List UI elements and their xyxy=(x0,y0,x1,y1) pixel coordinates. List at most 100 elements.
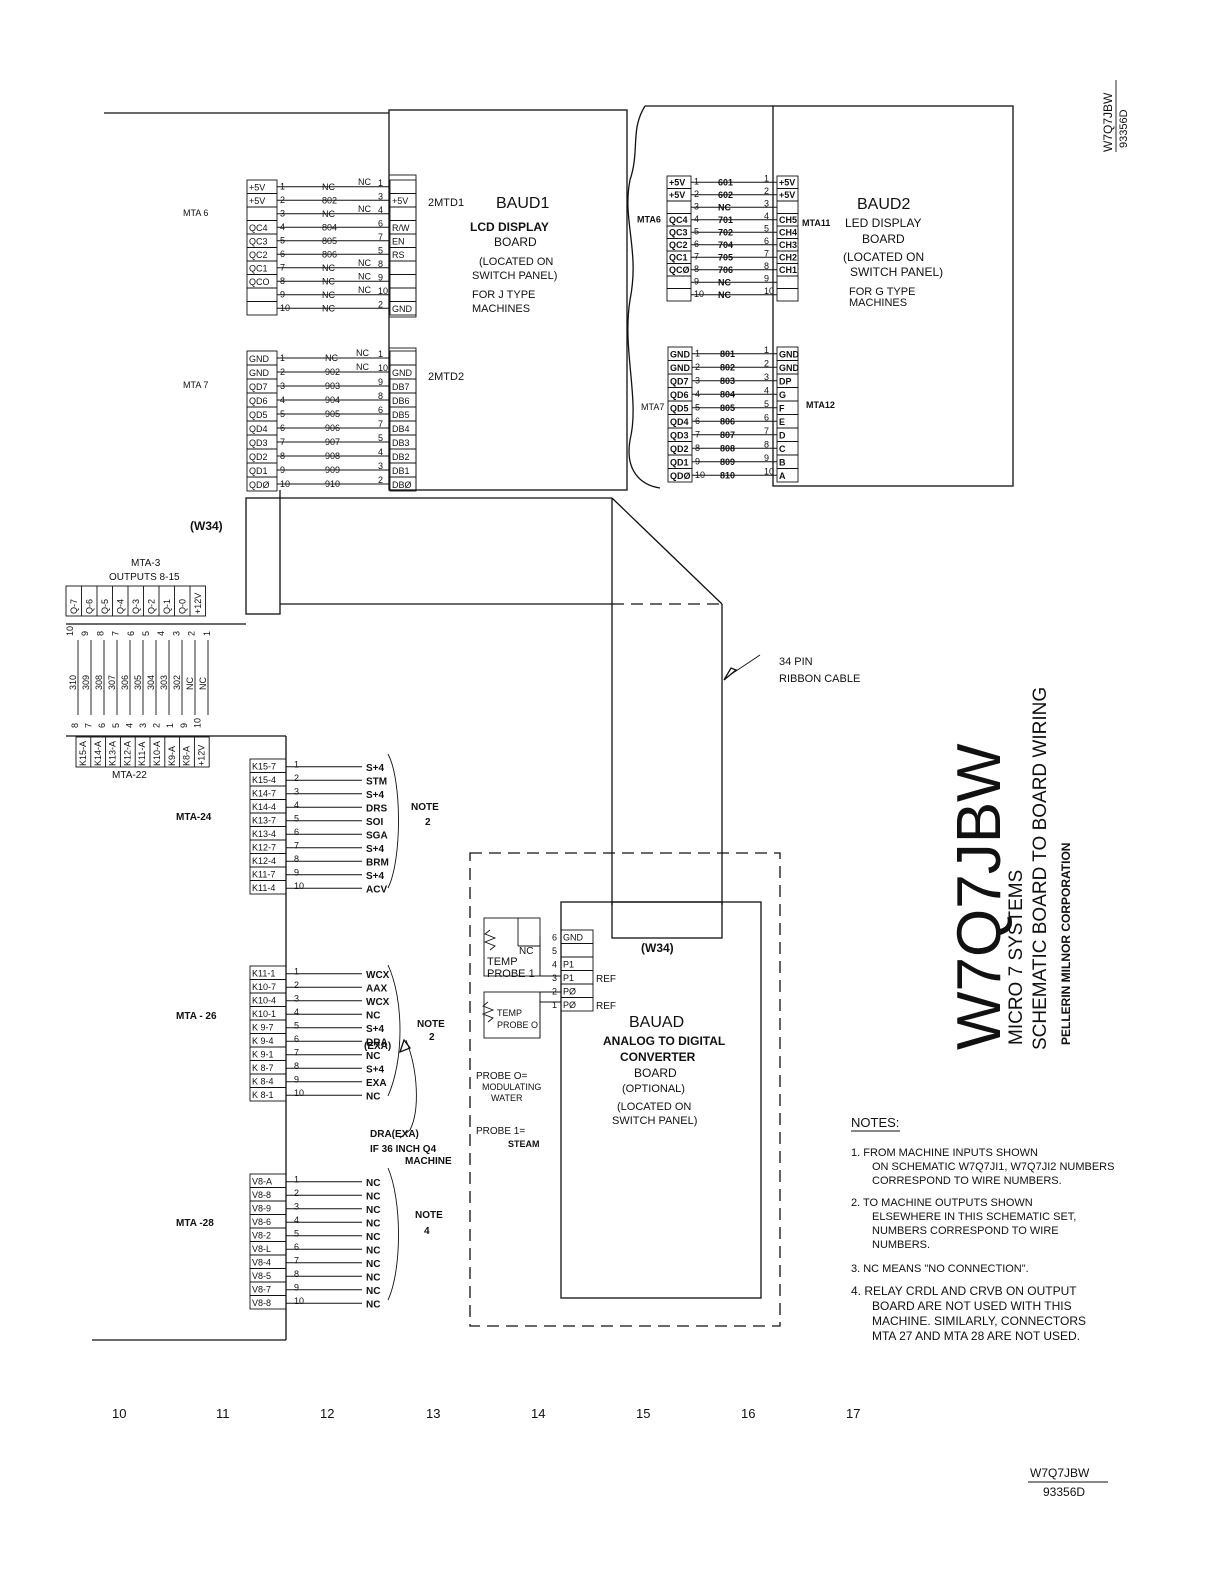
mta24-note-num: 2 xyxy=(425,817,431,828)
grid-number: 15 xyxy=(636,1406,650,1421)
bauad-pin: 2 xyxy=(552,987,557,997)
mta26-slot: K11-1 xyxy=(252,969,275,979)
mta6_left-wire-label: NC xyxy=(322,303,335,313)
mta6_right-slot: QCØ xyxy=(669,265,690,275)
corner-code: W7Q7JBW 93356D xyxy=(1101,80,1130,152)
mta28-signal: NC xyxy=(366,1191,380,1202)
note-braces xyxy=(387,753,401,1301)
mta28-note-num: 4 xyxy=(424,1226,430,1237)
mta26-signal: EXA xyxy=(366,1078,387,1089)
mta7_right-slot: QD6 xyxy=(670,390,689,400)
bauad-board xyxy=(560,901,762,1299)
mta26-signal: WCX xyxy=(366,970,390,981)
mta28-slot: V8-8 xyxy=(252,1190,271,1200)
note4-line4: MTA 27 AND MTA 28 ARE NOT USED. xyxy=(872,1329,1080,1343)
mta3-pin: 4 xyxy=(156,631,166,636)
mta7_right-wire-label: 807 xyxy=(720,430,735,440)
mta7_right-wire-label: 804 xyxy=(720,389,735,399)
callout-line2: IF 36 INCH Q4 xyxy=(370,1144,437,1155)
mta26-signal: AAX xyxy=(366,983,387,994)
mta7_left-right-pin: 7 xyxy=(378,419,383,429)
mta7_right-right-pin: 6 xyxy=(764,412,769,422)
mta22-pin: 8 xyxy=(70,723,80,728)
mta24-pin: 3 xyxy=(294,787,299,797)
mta22-slot: K9-A xyxy=(167,746,177,766)
mta6_right-pin: 9 xyxy=(694,277,699,287)
drawing-number: W7Q7JBW xyxy=(945,743,1014,1050)
mta6_right-right-slot: +5V xyxy=(779,178,795,188)
mta7_left-right-pin: 5 xyxy=(378,433,383,443)
mta28-pin: 9 xyxy=(294,1283,299,1293)
mta7_right-wire-label: 805 xyxy=(720,403,735,413)
mta28-signal: NC xyxy=(366,1245,380,1256)
mta7_right-wire-label: 806 xyxy=(720,416,735,426)
mta26-pin: 1 xyxy=(294,967,299,977)
bauad-line1: ANALOG TO DIGITAL xyxy=(603,1034,725,1048)
mta6_left-slot: QC3 xyxy=(249,237,268,247)
mta3-slot: Q-1 xyxy=(162,599,172,614)
mta7_left-right-slot: GND xyxy=(392,368,413,378)
note1-line1: 1. FROM MACHINE INPUTS SHOWN xyxy=(851,1147,1038,1159)
mta3-wire-label: 307 xyxy=(107,675,117,690)
probe1-desc2: STEAM xyxy=(508,1139,540,1149)
mta28-pin: 4 xyxy=(294,1215,299,1225)
mta6_right-pin: 2 xyxy=(694,189,699,199)
mta7_right-slot: QD2 xyxy=(670,444,689,454)
mta28-slot: V8-4 xyxy=(252,1258,271,1268)
mta28-pin: 5 xyxy=(294,1229,299,1239)
mta24-pin: 5 xyxy=(294,814,299,824)
mta3-pin: 9 xyxy=(80,631,90,636)
mta7_left-slot: QD1 xyxy=(249,466,268,476)
mta24-signal: ACV xyxy=(366,884,387,895)
mta7_left-wire-label: 909 xyxy=(325,465,340,475)
callout-line3: MACHINE xyxy=(405,1156,452,1167)
mta6_right-pin: 5 xyxy=(694,227,699,237)
mta24-slot: K14-7 xyxy=(252,789,276,799)
bauad-text: BAUAD ANALOG TO DIGITAL CONVERTER BOARD … xyxy=(603,1014,725,1127)
mta22-slot: K10-A xyxy=(152,741,162,766)
mta22-slot: K15-A xyxy=(78,741,88,766)
mta24-slot: K13-7 xyxy=(252,816,276,826)
probe1-line2: PROBE 1 xyxy=(487,968,535,980)
mta28-pin: 2 xyxy=(294,1188,299,1198)
mta6_left-right-pin: 7 xyxy=(378,232,383,242)
mta3-pin: 8 xyxy=(95,631,105,636)
mta7_left-right-pin: 6 xyxy=(378,405,383,415)
mta6_right-pin: 7 xyxy=(694,252,699,262)
mta7_left-wire-label: 905 xyxy=(325,409,340,419)
mta26-pin: 8 xyxy=(294,1061,299,1071)
mta3-pin: 7 xyxy=(111,631,121,636)
mta6_left-slot: +5V xyxy=(249,183,265,193)
mta6_right-right-pin: 1 xyxy=(764,173,769,183)
mta6_left-slot: +5V xyxy=(249,196,265,206)
grid-number: 14 xyxy=(531,1406,545,1421)
mta24-slot: K13-4 xyxy=(252,829,276,839)
mta6_right-slot: QC2 xyxy=(669,240,688,250)
mta7_right-wire-label: 801 xyxy=(720,349,735,359)
mta7_right-right-slot: C xyxy=(779,444,786,454)
mta26-pin: 3 xyxy=(294,994,299,1004)
baud1-conn-top: 2MTD1 xyxy=(428,197,464,209)
mta7_right-right-slot: D xyxy=(779,431,786,441)
mta6_right-slot: QC3 xyxy=(669,228,688,238)
mta6_left-wire-label: NC xyxy=(322,276,335,286)
mta7_left-right-slot: DB4 xyxy=(392,424,410,434)
baud2-title: BAUD2 xyxy=(857,196,910,213)
mta7_right-right-slot: B xyxy=(779,458,786,468)
probe1-desc1: PROBE 1= xyxy=(476,1126,525,1137)
mta22-slot: K13-A xyxy=(108,741,118,766)
mta7_right-wire-label: 808 xyxy=(720,443,735,453)
mta7_left-wire-label: 906 xyxy=(325,423,340,433)
baud1-line6: MACHINES xyxy=(472,303,530,315)
mta7_left-right-slot: DB5 xyxy=(392,410,410,420)
mta7_right-right-pin: 7 xyxy=(764,426,769,436)
mta6_left-right-slot: GND xyxy=(392,304,413,314)
mta28-slot: V8-8 xyxy=(252,1298,271,1308)
mta3-wire-label: 305 xyxy=(133,675,143,690)
mta7_right-right-slot: E xyxy=(779,417,785,427)
mta28-signal: NC xyxy=(366,1178,380,1189)
